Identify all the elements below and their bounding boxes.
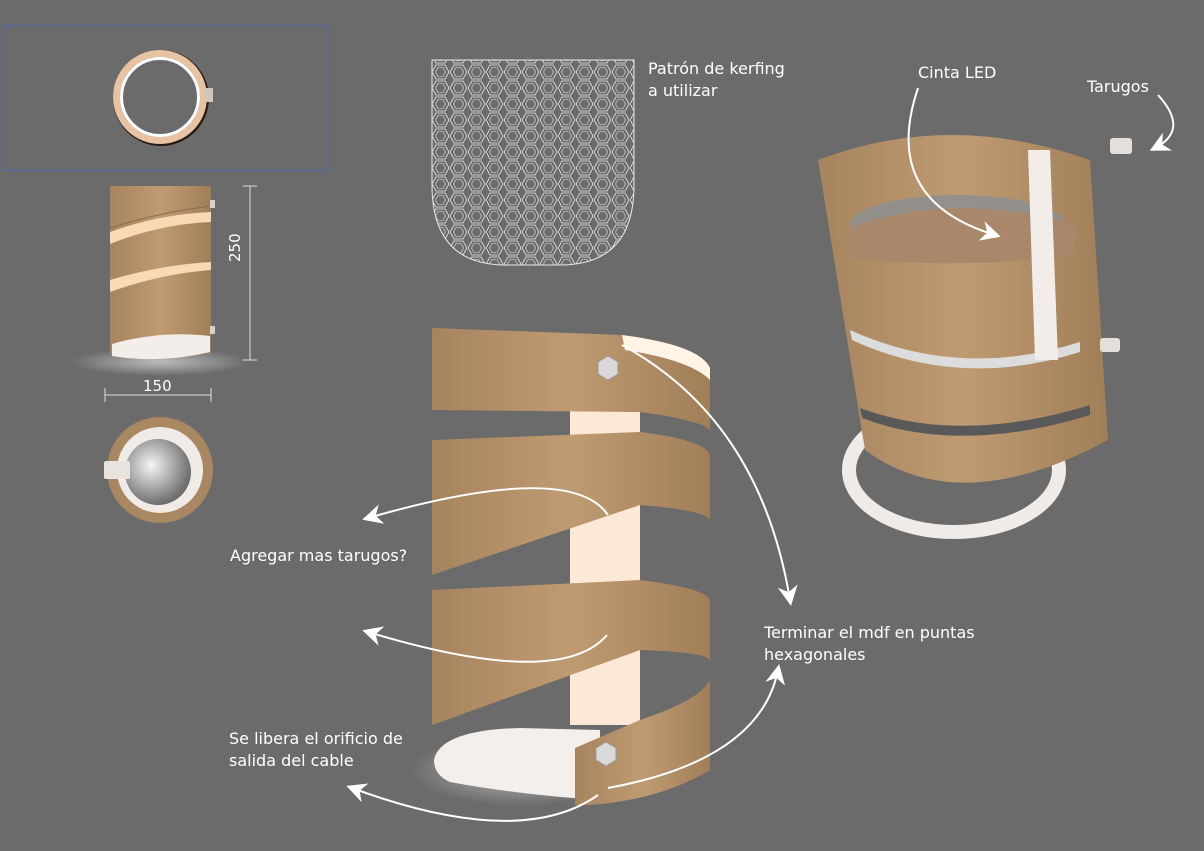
- kerfing-label-line1: Patrón de kerfing: [648, 59, 785, 78]
- top-view-ring: [113, 50, 213, 146]
- kerfing-pattern: [431, 59, 635, 266]
- hex-ends-label-line2: hexagonales: [764, 645, 866, 664]
- main-lamp: [410, 328, 710, 806]
- led-strip-label: Cinta LED: [918, 63, 997, 82]
- dowels-label: Tarugos: [1087, 77, 1149, 96]
- annotation-arrows: [346, 87, 1175, 822]
- height-dimension: 250: [226, 233, 244, 262]
- top-view-frame: [4, 25, 329, 171]
- hex-ends-label-line1: Terminar el mdf en puntas: [764, 623, 975, 642]
- cable-hole-label-line1: Se libera el orificio de: [229, 729, 403, 748]
- front-view-lamp: [70, 185, 257, 402]
- exploded-lamp: [818, 135, 1132, 539]
- cable-hole-label-line2: salida del cable: [229, 751, 354, 770]
- kerfing-label-line2: a utilizar: [648, 81, 718, 100]
- width-dimension: 150: [143, 377, 172, 395]
- bottom-view-lamp: [104, 417, 213, 523]
- add-dowels-label: Agregar mas tarugos?: [230, 546, 408, 565]
